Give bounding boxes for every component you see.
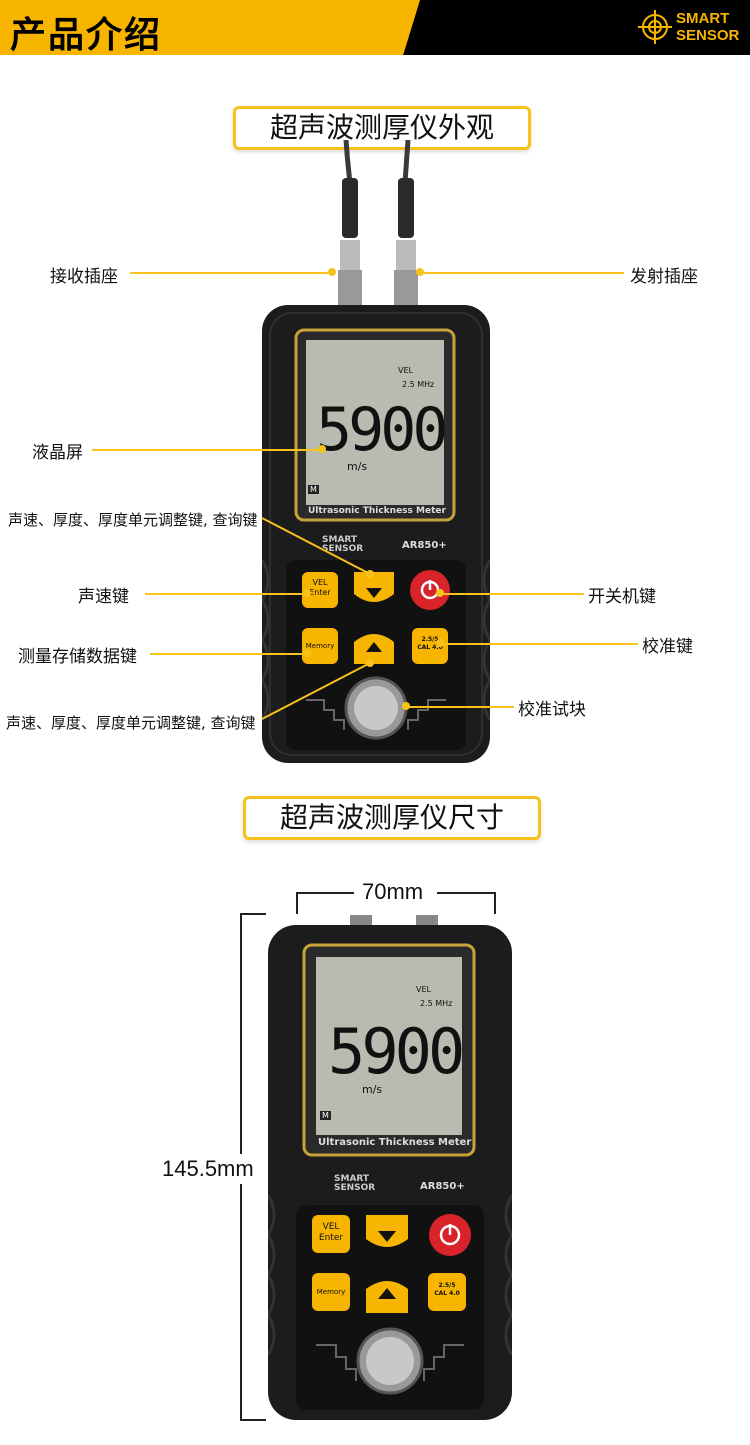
leader-dot <box>303 589 311 597</box>
section-title-dimensions: 超声波测厚仪尺寸 <box>243 796 541 840</box>
leader-line <box>92 449 320 451</box>
brand-logo: SMART SENSOR <box>638 8 742 48</box>
memory-button[interactable]: Memory <box>316 1288 346 1296</box>
label-adjust-key-up: 声速、厚度、厚度单元调整键, 查询键 <box>6 714 256 732</box>
brand-text-1: SMART <box>676 10 730 27</box>
vel-button <box>302 572 338 608</box>
leader-dot <box>303 649 311 657</box>
leader-dot <box>416 268 424 276</box>
memory-button[interactable]: Memory <box>305 642 335 650</box>
leader-line <box>130 272 330 274</box>
lcd-value: 5900 <box>328 1015 465 1088</box>
lcd-value: 5900 <box>316 395 448 465</box>
label-calibrate-key: 校准键 <box>642 637 693 657</box>
lcd-unit: m/s <box>362 1083 383 1096</box>
dimension-line <box>296 892 354 894</box>
label-power-key: 开关机键 <box>588 587 656 607</box>
lcd-freq: 2.5 MHz <box>402 380 435 389</box>
leader-dot <box>328 268 336 276</box>
dimension-line <box>240 1419 266 1421</box>
dimension-line <box>494 892 496 914</box>
label-adjust-key-down: 声速、厚度、厚度单元调整键, 查询键 <box>8 511 258 529</box>
lcd-freq: 2.5 MHz <box>420 999 453 1008</box>
leader-line <box>440 593 584 595</box>
lcd-unit: m/s <box>347 460 368 473</box>
leader-line <box>420 272 624 274</box>
dimension-line <box>240 913 266 915</box>
leader-dot <box>402 702 410 710</box>
leader-line <box>406 706 514 708</box>
screen-caption: Ultrasonic Thickness Meter <box>308 506 446 516</box>
lcd-memory-indicator: M <box>320 1111 331 1120</box>
width-dimension: 70mm <box>362 879 424 904</box>
lcd-vel: VEL <box>416 985 431 994</box>
page-title: 产品介绍 <box>10 15 163 56</box>
screen-caption: Ultrasonic Thickness Meter <box>318 1137 472 1148</box>
label-receive-socket: 接收插座 <box>50 267 118 287</box>
leader-line <box>440 643 638 645</box>
leader-line <box>150 653 305 655</box>
label-velocity-key: 声速键 <box>78 587 129 607</box>
leader-line <box>145 593 305 595</box>
device-dimensions: VEL 2.5 MHz 5900 m/s M Ultrasonic Thickn… <box>266 915 514 1420</box>
leader-dot <box>436 589 444 597</box>
section-title-appearance: 超声波测厚仪外观 <box>233 106 531 150</box>
height-dimension: 145.5mm <box>162 1154 254 1184</box>
device-model: AR850+ <box>420 1181 465 1192</box>
leader-dot <box>318 445 326 453</box>
lcd-memory-indicator: M <box>308 485 319 494</box>
dimension-line <box>296 892 298 914</box>
label-calibration-block: 校准试块 <box>518 700 586 720</box>
crosshair-icon <box>638 10 672 44</box>
device-model: AR850+ <box>402 540 447 551</box>
lcd-vel: VEL <box>398 366 413 375</box>
header-accent <box>0 0 420 55</box>
label-transmit-socket: 发射插座 <box>630 267 698 287</box>
label-memory-key: 测量存储数据键 <box>18 647 137 667</box>
label-lcd: 液晶屏 <box>32 443 83 463</box>
leader-line <box>261 517 374 578</box>
brand-text-2: SENSOR <box>676 27 740 44</box>
dimension-line <box>437 892 495 894</box>
leader-dot <box>436 639 444 647</box>
leader-line <box>261 659 374 720</box>
device-appearance: VEL 2.5 MHz 5900 m/s M Ultrasonic Thickn… <box>260 139 492 765</box>
